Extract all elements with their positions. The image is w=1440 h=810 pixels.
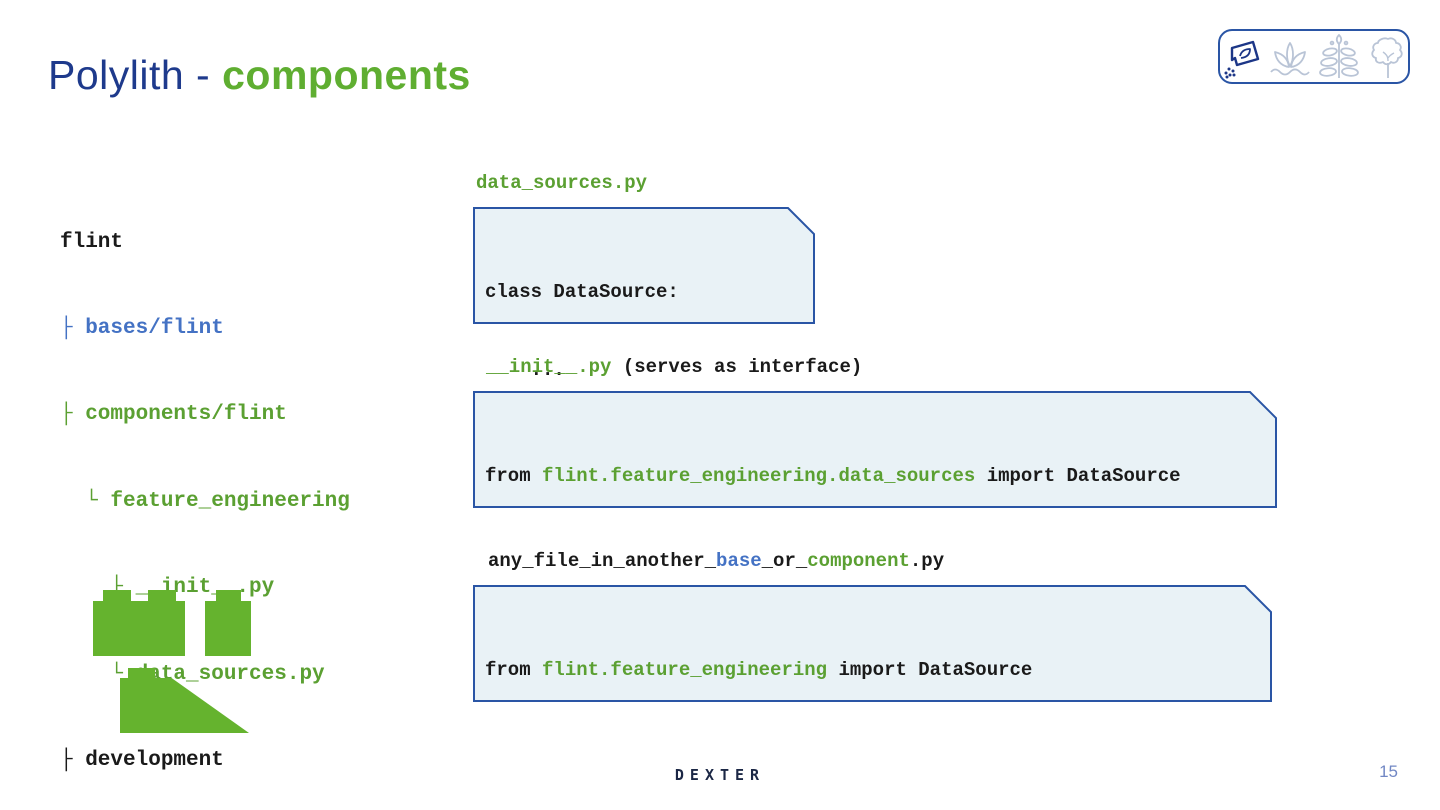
code-block-data-sources: class DataSource: ... <box>473 207 815 381</box>
branch-icon <box>1318 33 1360 80</box>
code-block-label: data_sources.py <box>476 172 648 194</box>
code-content: class DataSource: ... <box>485 281 679 381</box>
folded-note-shape <box>473 585 1272 702</box>
brand-logo: DEXTER <box>674 766 766 784</box>
code-block-init: from flint.feature_engineering.data_sour… <box>473 391 1277 643</box>
brick-stud <box>216 590 241 602</box>
brick-stud <box>148 590 176 602</box>
tree-item: └ data_sources.py <box>60 662 325 686</box>
brick-large <box>93 601 185 656</box>
folded-note-shape <box>473 207 815 324</box>
code-block-label: any_file_in_another_base_or_component.py <box>488 550 945 572</box>
brand-badge <box>1218 29 1410 84</box>
tree-item: ├ bases/flint <box>60 316 224 340</box>
page-title: Polylith - components <box>48 52 471 99</box>
code-block-any-file: from flint.feature_engineering import Da… <box>473 585 1272 702</box>
title-prefix: Polylith - <box>48 52 223 98</box>
title-highlight: components <box>222 52 471 98</box>
folded-note-shape <box>473 391 1277 508</box>
page-number: 15 <box>1379 762 1398 781</box>
brick-stud <box>128 668 155 679</box>
tree-icon <box>1367 34 1409 80</box>
tree-item: └ feature_engineering <box>60 489 350 513</box>
seed-packet-icon <box>1220 34 1262 80</box>
brick-stud <box>103 590 131 602</box>
tree-item: ├ development <box>60 748 224 772</box>
brick-small <box>205 601 251 656</box>
code-content: from flint.feature_engineering import Da… <box>485 659 1033 681</box>
code-block-label: __init__.py (serves as interface) <box>486 356 863 378</box>
sprout-icon <box>1269 34 1311 80</box>
tree-item: flint <box>60 230 124 254</box>
tree-item: ├ components/flint <box>60 403 287 427</box>
